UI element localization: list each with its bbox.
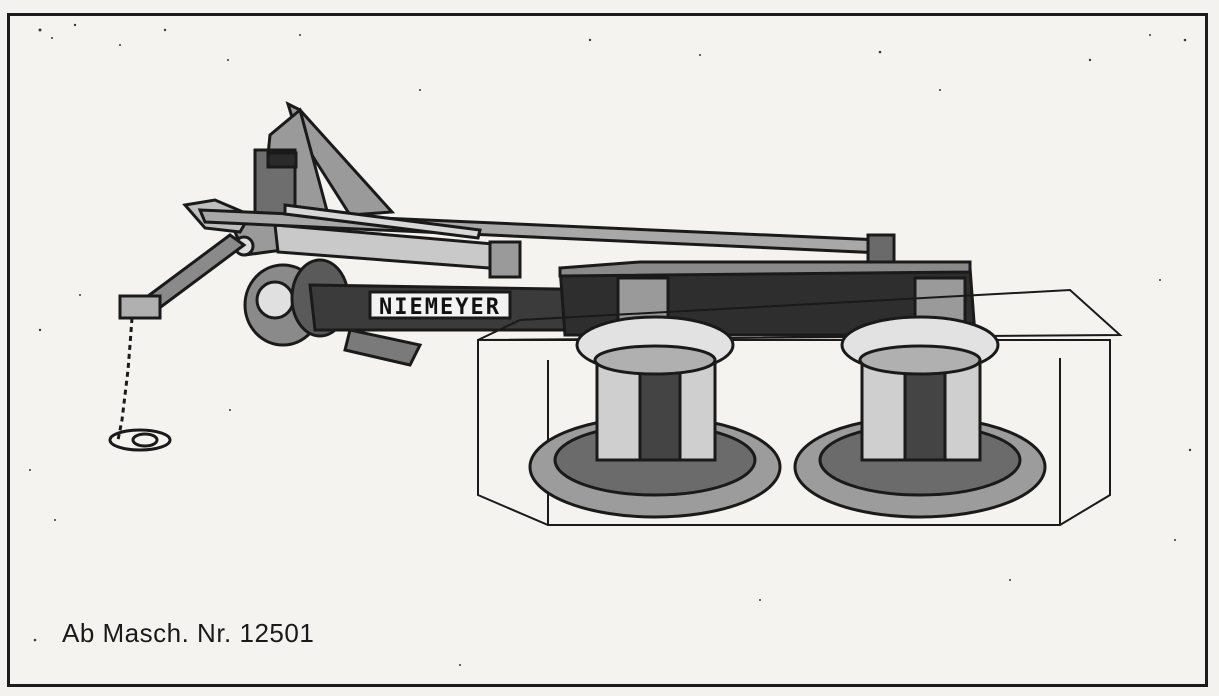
scan-speckles: [29, 23, 1192, 666]
main-arm: [197, 203, 896, 279]
cutting-drum-right: [793, 315, 1047, 519]
machine-number-caption: Ab Masch. Nr. 12501: [62, 618, 315, 648]
brand-lettering: NIEMEYER: [379, 295, 501, 320]
drawbar-and-chain: [108, 233, 247, 452]
cutting-drum-left: [528, 315, 782, 519]
